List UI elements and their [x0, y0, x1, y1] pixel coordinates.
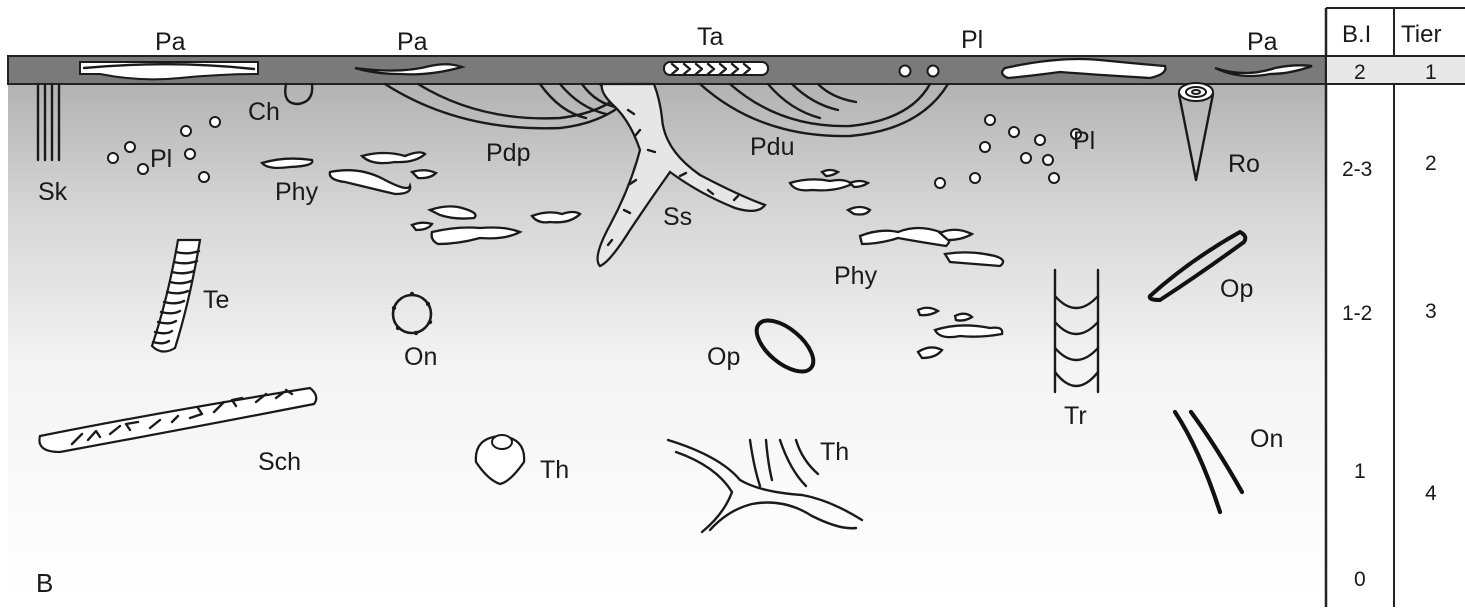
label-pl-right: Pl	[1073, 127, 1095, 155]
label-op-mid: Op	[707, 343, 740, 371]
label-pl-left: Pl	[150, 145, 172, 173]
tier-value: 4	[1425, 482, 1437, 505]
label-pl-top: Pl	[961, 26, 983, 54]
label-ro: Ro	[1228, 150, 1260, 178]
label-on-lower: On	[1250, 425, 1283, 453]
label-sk: Sk	[38, 178, 68, 206]
label-phy-left: Phy	[275, 178, 319, 206]
panel-label: B	[36, 568, 53, 598]
header-bi: B.I	[1342, 21, 1371, 48]
header-tier: Tier	[1401, 21, 1441, 48]
label-pdp: Pdp	[486, 139, 530, 167]
label-th-left: Th	[540, 456, 569, 484]
label-pdu: Pdu	[750, 133, 794, 161]
label-phy-right: Phy	[834, 262, 878, 290]
label-op-upper: Op	[1220, 275, 1253, 303]
bi-value: 0	[1354, 568, 1366, 591]
tier-value: 2	[1425, 152, 1437, 175]
label-ss: Ss	[663, 203, 692, 231]
label-th-branch: Th	[820, 438, 849, 466]
bi-value: 2	[1354, 61, 1366, 84]
label-pa-1: Pa	[155, 28, 186, 56]
bi-value: 1-2	[1342, 302, 1372, 325]
label-pa-2: Pa	[397, 28, 428, 56]
label-pa-3: Pa	[1247, 28, 1278, 56]
tier-value: 1	[1425, 61, 1437, 84]
label-sch: Sch	[258, 448, 301, 476]
ta-trace	[664, 62, 768, 75]
table-text: B.I Tier 2 2-3 1-2 1 0 1 2 3 4	[1342, 21, 1441, 591]
label-on-ring: On	[404, 343, 437, 371]
label-ta: Ta	[697, 23, 724, 51]
tier-value: 3	[1425, 300, 1437, 323]
label-te: Te	[203, 286, 229, 314]
label-ch: Ch	[248, 98, 280, 126]
label-tr: Tr	[1064, 402, 1087, 430]
bi-value: 2-3	[1342, 158, 1372, 181]
bi-value: 1	[1354, 460, 1366, 483]
